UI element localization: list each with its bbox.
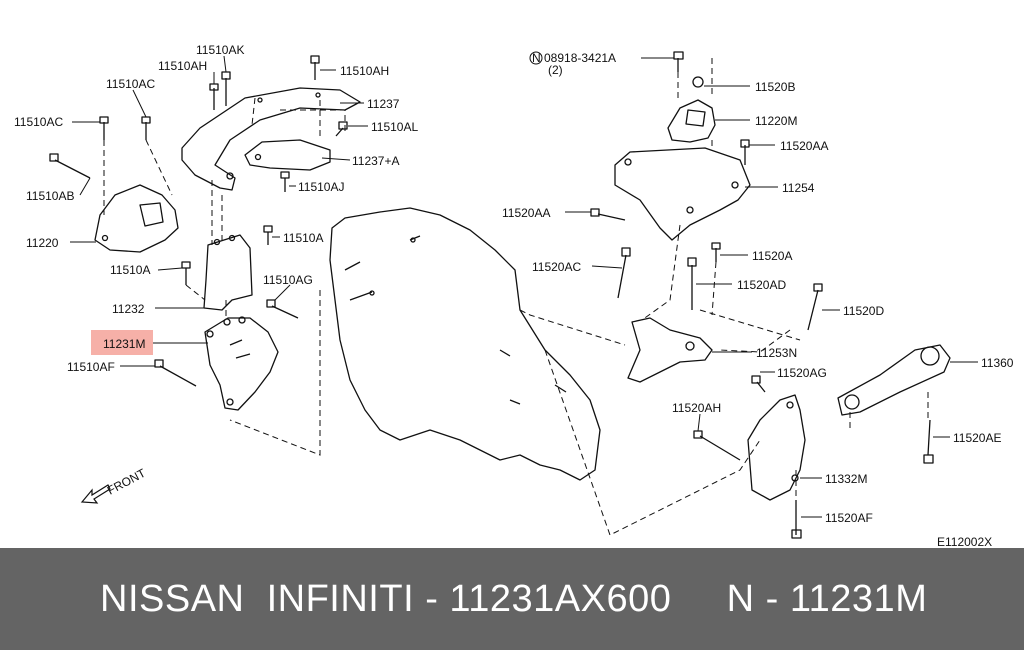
label-11510a-right: 11510A [283, 231, 323, 245]
part-11360-rod [837, 344, 951, 416]
part-11237a-bracket [244, 139, 331, 171]
diagram-code: E112002X [937, 535, 992, 548]
label-11520ac: 11520AC [532, 260, 581, 274]
label-11510af: 11510AF [67, 360, 115, 374]
label-11237a: 11237+A [352, 154, 400, 168]
engine-block [329, 207, 601, 481]
label-11510ah-top: 11510AH [158, 59, 207, 73]
label-11520ah: 11520AH [672, 401, 721, 415]
diagram-area: FRONT N [14, 43, 1014, 548]
part-11254-bracket [614, 147, 751, 241]
label-11510ak: 11510AK [196, 43, 245, 57]
label-11520aa-right: 11520AA [780, 139, 829, 153]
label-11510ah-right: 11510AH [340, 64, 389, 78]
part-11253n-bracket [627, 317, 713, 383]
guide-lines-right [519, 58, 929, 536]
label-11510a-left: 11510A [110, 263, 150, 277]
label-11520aa-left: 11520AA [502, 206, 551, 220]
label-11520ae: 11520AE [953, 431, 1002, 445]
label-11520ag: 11520AG [777, 366, 827, 380]
label-qty2: (2) [548, 63, 563, 77]
part-11237-bracket [181, 87, 361, 191]
label-leaders [70, 55, 978, 518]
label-08918: 08918-3421A [544, 51, 616, 65]
highlight-box [91, 330, 153, 355]
part-11332m-bracket [747, 394, 806, 501]
label-11220m: 11220M [755, 114, 797, 128]
label-11360: 11360 [981, 356, 1014, 370]
label-11510al: 11510AL [371, 120, 418, 134]
label-11520d: 11520D [843, 304, 884, 318]
label-11520b: 11520B [755, 80, 795, 94]
label-11510ab: 11510AB [26, 189, 75, 203]
label-11520af: 11520AF [825, 511, 873, 525]
label-11520ad: 11520AD [737, 278, 786, 292]
front-label: FRONT [105, 466, 149, 498]
label-11510ac-left: 11510AC [14, 115, 63, 129]
label-11231m: 11231M [103, 337, 145, 351]
guide-lines-left [103, 97, 346, 456]
label-11253n: 11253N [756, 346, 797, 360]
part-11231m-bracket [204, 316, 279, 411]
label-11254: 11254 [782, 181, 815, 195]
label-11220: 11220 [26, 236, 59, 250]
parts-diagram: FRONT N [14, 43, 1014, 548]
label-11510ac-top: 11510AC [106, 77, 155, 91]
part-11220-mount [94, 184, 179, 253]
label-11520a: 11520A [752, 249, 792, 263]
bolts-right [590, 51, 934, 539]
label-11510ag: 11510AG [263, 273, 313, 287]
bolts-left [49, 55, 348, 387]
n-symbol-letter: N [532, 51, 541, 65]
part-11232-bracket [203, 234, 253, 311]
front-arrow [80, 484, 111, 504]
n-symbol-icon [529, 51, 543, 65]
label-11237: 11237 [367, 97, 400, 111]
part-number-caption: NISSAN INFINITI - 11231AX600 N - 11231M [100, 577, 928, 620]
label-11510aj: 11510AJ [298, 180, 344, 194]
part-11220m-mount [667, 76, 716, 143]
footer-bar: NISSAN INFINITI - 11231AX600 N - 11231M [0, 548, 1024, 650]
label-11332m: 11332M [825, 472, 867, 486]
label-11232: 11232 [112, 302, 145, 316]
